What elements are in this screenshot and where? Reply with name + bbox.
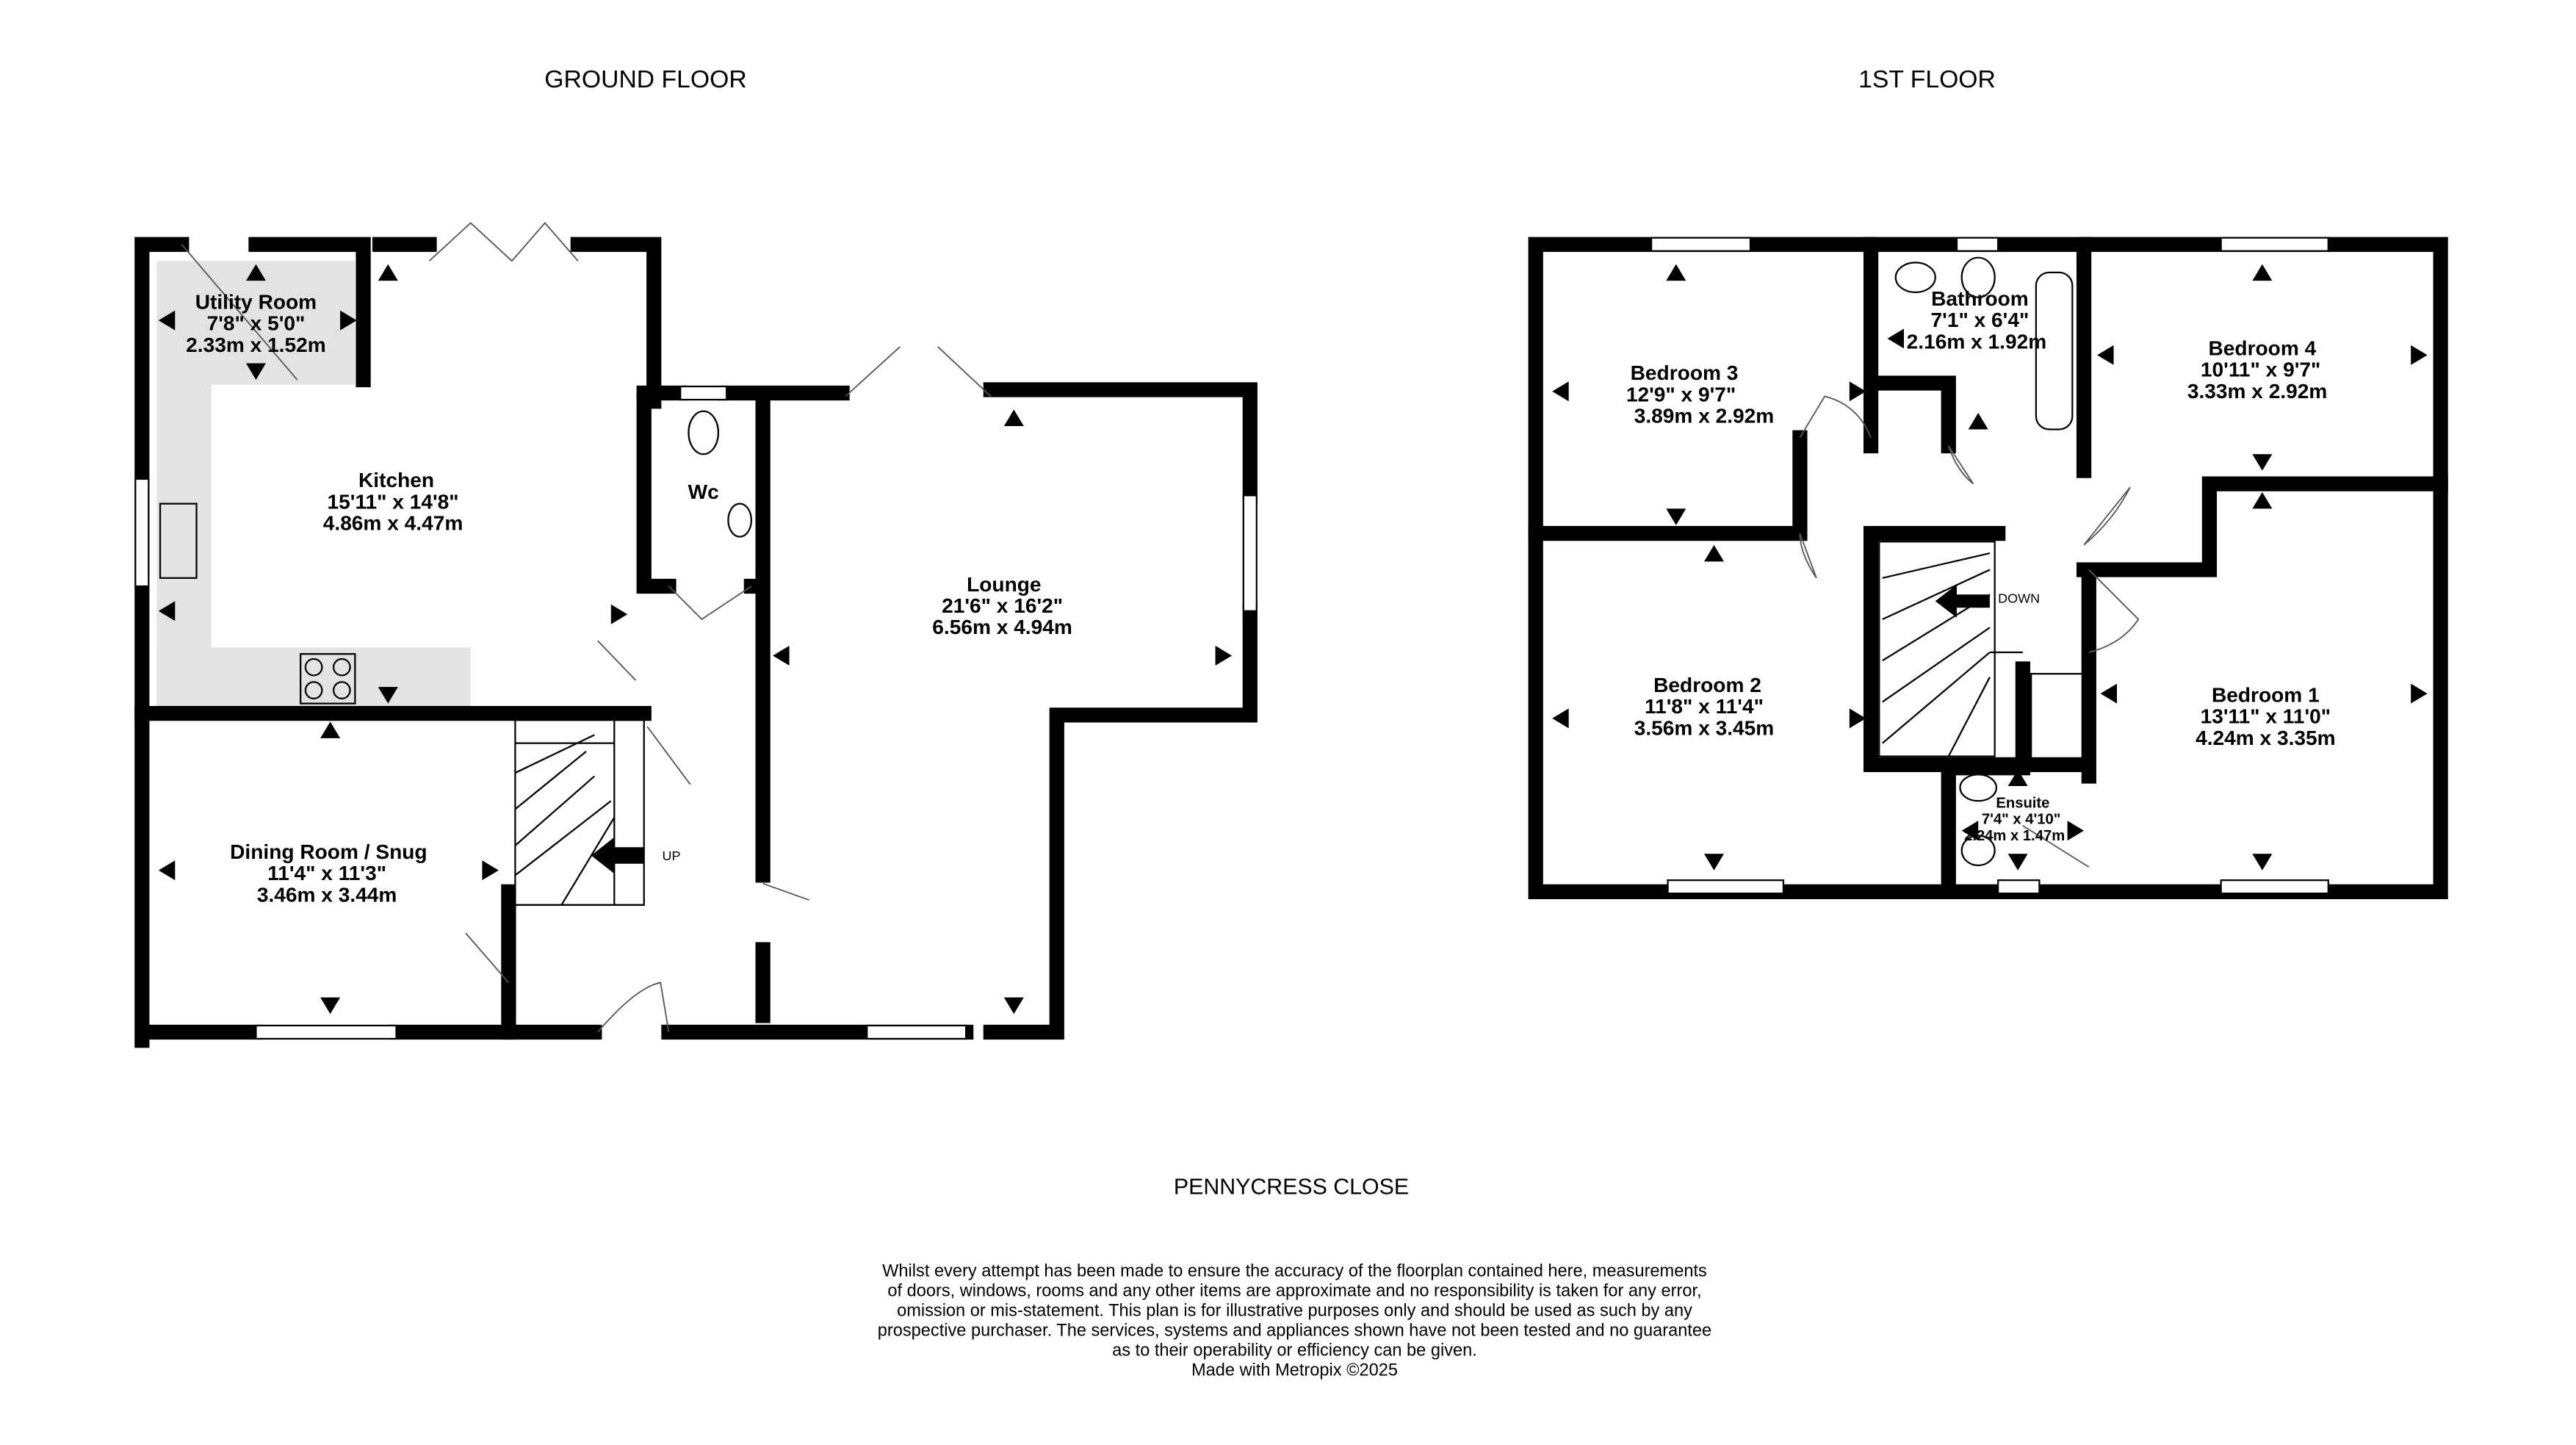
window (1955, 237, 1999, 252)
room-dimensions-metric: 2.33m x 1.52m (186, 334, 326, 356)
toilet-icon (688, 410, 720, 455)
room-name: Bedroom 1 (2212, 683, 2320, 706)
address: PENNYCRESS CLOSE (1174, 1175, 1409, 1199)
room-dimensions-metric: 2.16m x 1.92m (1907, 330, 2047, 353)
stairs-label: DOWN (1998, 591, 2040, 606)
sink-icon (159, 502, 198, 579)
room-name: Bedroom 2 (1653, 674, 1761, 696)
room-name: Lounge (967, 573, 1041, 596)
bath-icon (2035, 271, 2074, 430)
disclaimer-line: prospective purchaser. The services, sys… (878, 1322, 1711, 1341)
room-dimensions-imperial: 15'11" x 14'8" (328, 490, 459, 513)
room-dimensions-metric: 3.46m x 3.44m (257, 883, 397, 906)
room-name: Dining Room / Snug (230, 840, 427, 863)
window (1997, 879, 2041, 895)
window (255, 1024, 397, 1040)
disclaimer: Whilst every attempt has been made to en… (878, 1262, 1711, 1380)
room-dimensions-imperial: 10'11" x 9'7" (2201, 358, 2320, 381)
disclaimer-line: Made with Metropix ©2025 (1191, 1361, 1398, 1380)
room-dimensions-metric: 6.56m x 4.94m (932, 616, 1072, 638)
ground-floor-plan: Utility Room 7'8" x 5'0" 2.33m x 1.52m K… (134, 222, 1258, 1048)
window (866, 1024, 967, 1040)
room-dimensions-metric: 3.56m x 3.45m (1634, 716, 1775, 739)
room-dimensions-imperial: 7'4" x 4'10" (1982, 812, 2061, 828)
window (134, 478, 150, 588)
room-dimensions-metric: 4.24m x 3.35m (2196, 727, 2336, 749)
room-name: Wc (688, 480, 719, 503)
disclaimer-line: of doors, windows, rooms and any other i… (887, 1282, 1701, 1301)
basin-icon (727, 502, 752, 538)
basin-icon (1959, 774, 1998, 802)
room-dimensions-imperial: 11'4" x 11'3" (267, 862, 386, 884)
staircase (1878, 541, 2023, 757)
room-dimensions-imperial: 7'8" x 5'0" (207, 312, 306, 335)
disclaimer-line: as to their operability or efficiency ca… (1112, 1341, 1477, 1361)
first-floor-title: 1ST FLOOR (1858, 65, 1996, 93)
hob-icon (300, 653, 356, 705)
window (1650, 237, 1752, 252)
stairs-arrow-icon (1935, 584, 1990, 618)
room-name: Utility Room (195, 290, 317, 313)
stairs-label: UP (662, 848, 680, 863)
room-name: Kitchen (358, 469, 434, 491)
room-dimensions-metric: 3.89m x 2.92m (1634, 404, 1775, 427)
room-dimensions-metric: 4.86m x 4.47m (323, 512, 463, 535)
disclaimer-line: omission or mis-statement. This plan is … (897, 1302, 1692, 1321)
ground-floor-title: GROUND FLOOR (544, 65, 746, 93)
room-name: Bathroom (1931, 287, 2029, 310)
disclaimer-line: Whilst every attempt has been made to en… (882, 1262, 1707, 1281)
window (1667, 879, 1785, 895)
kitchen-counter (156, 647, 471, 707)
first-floor-plan: Bedroom 3 12'9" x 9'7" 3.89m x 2.92m Bat… (1528, 237, 2448, 900)
window (2220, 879, 2329, 895)
toilet-icon (1960, 256, 1996, 298)
room-dimensions-imperial: 7'1" x 6'4" (1931, 309, 2030, 331)
staircase (514, 719, 645, 907)
shower-icon (2030, 673, 2085, 761)
window (679, 385, 728, 401)
room-dimensions-imperial: 11'8" x 11'4" (1645, 695, 1764, 718)
room-dimensions-imperial: 12'9" x 9'7" (1626, 383, 1736, 406)
stairs-arrow-icon (591, 837, 644, 874)
basin-icon (1894, 262, 1936, 294)
room-dimensions-metric: 2.24m x 1.47m (1964, 828, 2065, 844)
window (2220, 237, 2329, 252)
room-name: Bedroom 4 (2208, 336, 2316, 359)
room-dimensions-imperial: 21'6" x 16'2" (942, 594, 1063, 617)
room-dimensions-imperial: 13'11" x 11'0" (2201, 705, 2331, 728)
window (1242, 494, 1258, 612)
room-name: Bedroom 3 (1631, 361, 1739, 384)
room-dimensions-metric: 3.33m x 2.92m (2187, 380, 2328, 403)
room-name: Ensuite (1996, 795, 2049, 811)
